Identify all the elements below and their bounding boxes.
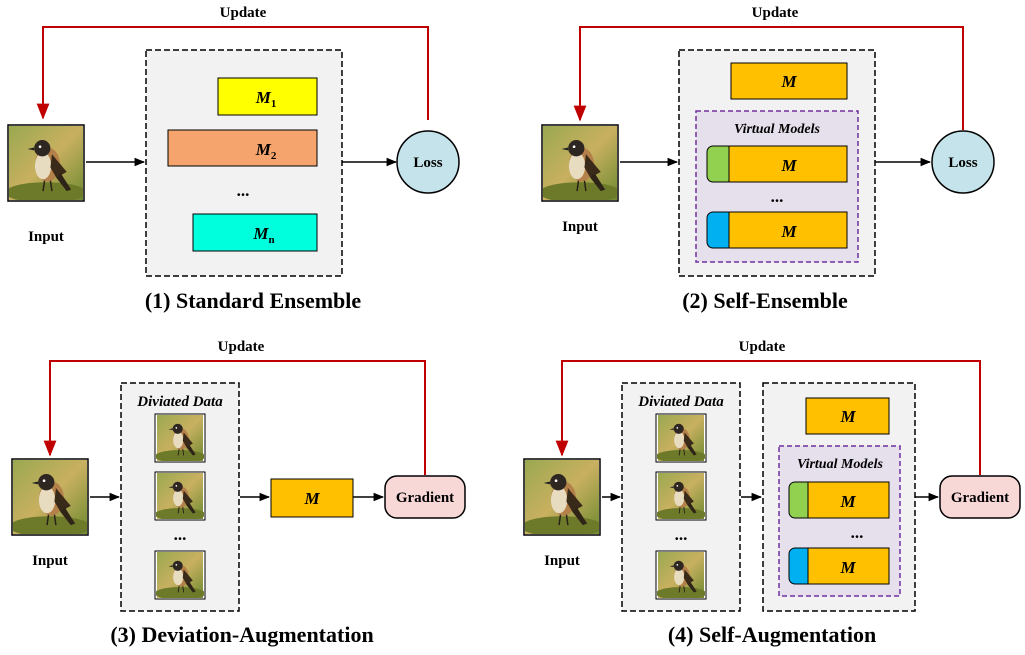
virtual-model-label-2: M bbox=[780, 222, 797, 241]
ellipsis: ... bbox=[851, 523, 864, 542]
ellipsis: ... bbox=[675, 525, 688, 544]
panel-caption: (4) Self-Augmentation bbox=[668, 622, 876, 647]
panel-self-ensemble: Update Input M Virtual Models M ... M Lo… bbox=[541, 5, 995, 313]
deviated-image-2 bbox=[657, 473, 705, 519]
model-label: M bbox=[839, 407, 856, 426]
deviated-data-title: Diviated Data bbox=[637, 394, 724, 410]
input-label: Input bbox=[32, 553, 68, 569]
deviated-image-3 bbox=[657, 552, 705, 598]
virtual-model-label-1: M bbox=[839, 492, 856, 511]
model-box-1 bbox=[217, 77, 318, 116]
input-label: Input bbox=[562, 219, 598, 235]
loss-node bbox=[396, 130, 460, 194]
input-label: Input bbox=[28, 229, 64, 245]
panel-standard-ensemble: Update Input M1 M2 ... Mn Loss (1) Stand… bbox=[7, 5, 460, 313]
deviated-image-1 bbox=[657, 415, 705, 461]
model-label: M bbox=[303, 489, 320, 508]
ellipsis: ... bbox=[174, 525, 187, 544]
model-box bbox=[805, 397, 890, 435]
virtual-models-title: Virtual Models bbox=[734, 122, 821, 137]
ellipsis: ... bbox=[771, 187, 784, 206]
virtual-model-box-1 bbox=[807, 481, 890, 519]
panel-caption: (1) Standard Ensemble bbox=[145, 288, 362, 313]
update-arrow bbox=[43, 360, 426, 475]
update-arrow bbox=[36, 26, 429, 120]
panel-caption: (3) Deviation-Augmentation bbox=[110, 622, 373, 647]
model-box bbox=[270, 478, 354, 518]
model-label-2: M2 bbox=[255, 140, 277, 162]
panel-deviation-augmentation: Update Input Diviated Data ... M Gradien… bbox=[11, 339, 466, 647]
panel-caption: (2) Self-Ensemble bbox=[682, 288, 848, 313]
virtual-models-title: Virtual Models bbox=[797, 457, 884, 472]
gradient-label: Gradient bbox=[951, 490, 1009, 506]
model-label-n: Mn bbox=[252, 224, 274, 246]
virtual-model-box-2 bbox=[807, 547, 890, 585]
model-box-2 bbox=[167, 129, 318, 167]
input-label: Input bbox=[544, 553, 580, 569]
virtual-model-box-2 bbox=[728, 211, 848, 249]
virtual-model-label-2: M bbox=[839, 558, 856, 577]
update-arrow bbox=[555, 360, 981, 475]
model-box-n bbox=[192, 213, 318, 252]
gradient-node bbox=[384, 475, 466, 519]
update-arrow bbox=[573, 26, 964, 130]
virtual-model-box-1 bbox=[728, 145, 848, 183]
gradient-label: Gradient bbox=[396, 490, 454, 506]
input-bird-image bbox=[13, 460, 87, 534]
deviated-image-3 bbox=[156, 552, 204, 598]
loss-label: Loss bbox=[948, 155, 977, 171]
model-label: M bbox=[780, 72, 797, 91]
update-label: Update bbox=[752, 5, 799, 21]
model-label-1: M1 bbox=[255, 88, 277, 110]
ellipsis: ... bbox=[237, 181, 250, 200]
update-label: Update bbox=[739, 339, 786, 355]
panel-self-augmentation: Update Input Diviated Data ... M Virtual… bbox=[523, 339, 1021, 647]
deviated-image-2 bbox=[156, 473, 204, 519]
input-bird-image bbox=[525, 460, 599, 534]
model-box bbox=[730, 62, 848, 100]
deviated-data-title: Diviated Data bbox=[136, 394, 223, 410]
update-label: Update bbox=[218, 339, 265, 355]
virtual-model-label-1: M bbox=[780, 156, 797, 175]
loss-label: Loss bbox=[413, 155, 442, 171]
input-bird-image bbox=[9, 126, 83, 200]
update-label: Update bbox=[220, 5, 267, 21]
loss-node bbox=[931, 130, 995, 194]
deviated-image-1 bbox=[156, 415, 204, 461]
gradient-node bbox=[939, 475, 1021, 519]
input-bird-image bbox=[543, 126, 617, 200]
